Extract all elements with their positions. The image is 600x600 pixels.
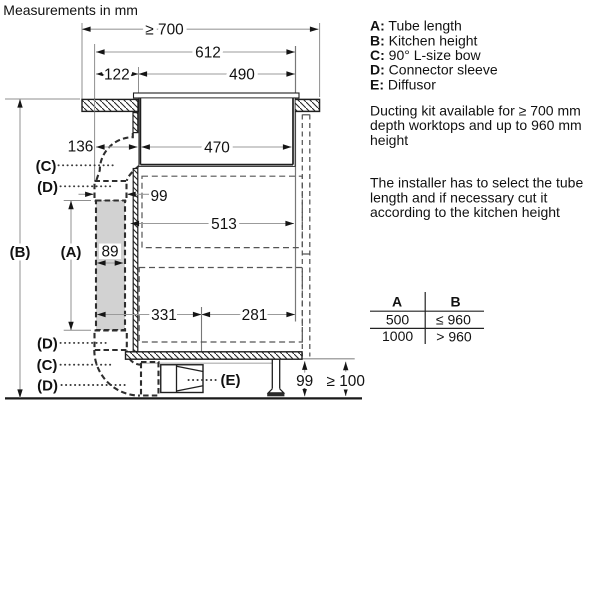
svg-text:> 960: > 960	[436, 329, 472, 345]
svg-text:99: 99	[296, 373, 313, 390]
svg-text:612: 612	[195, 44, 221, 61]
svg-text:height: height	[370, 132, 408, 148]
svg-text:D: Connector sleeve: D: Connector sleeve	[370, 62, 498, 78]
svg-text:E: Diffusor: E: Diffusor	[370, 76, 436, 92]
svg-text:513: 513	[211, 216, 237, 233]
svg-text:A: Tube length: A: Tube length	[370, 18, 462, 34]
svg-text:depth worktops and up to 960 m: depth worktops and up to 960 mm	[370, 117, 582, 133]
svg-text:470: 470	[204, 139, 230, 156]
svg-text:≤ 960: ≤ 960	[436, 312, 471, 328]
svg-text:Ducting kit available for ≥ 70: Ducting kit available for ≥ 700 mm	[370, 103, 581, 119]
svg-text:136: 136	[68, 138, 94, 155]
svg-text:B: B	[450, 293, 460, 309]
svg-text:B: Kitchen height: B: Kitchen height	[370, 32, 478, 48]
svg-text:99: 99	[151, 188, 168, 205]
svg-text:(B): (B)	[10, 244, 31, 261]
svg-text:(D): (D)	[37, 335, 58, 352]
svg-text:(C): (C)	[36, 158, 57, 175]
svg-text:122: 122	[104, 66, 130, 83]
svg-text:C: 90° L-size bow: C: 90° L-size bow	[370, 47, 482, 63]
svg-text:(C): (C)	[37, 357, 58, 374]
svg-text:length and if necessary cut it: length and if necessary cut it	[370, 189, 548, 205]
svg-text:The installer has to select th: The installer has to select the tube	[370, 175, 583, 191]
svg-text:331: 331	[151, 307, 177, 324]
svg-text:490: 490	[229, 66, 255, 83]
svg-text:(E): (E)	[221, 372, 241, 389]
svg-text:(D): (D)	[37, 179, 58, 196]
svg-text:1000: 1000	[382, 328, 413, 344]
svg-text:according to the kitchen heigh: according to the kitchen height	[370, 204, 560, 220]
svg-text:89: 89	[101, 243, 118, 260]
svg-text:A: A	[392, 293, 402, 309]
svg-text:500: 500	[386, 311, 410, 327]
svg-text:281: 281	[242, 307, 268, 324]
svg-text:(A): (A)	[61, 244, 82, 261]
svg-text:(D): (D)	[37, 377, 58, 394]
svg-text:≥ 700: ≥ 700	[145, 22, 183, 39]
svg-text:Measurements in mm: Measurements in mm	[3, 2, 138, 18]
svg-text:≥ 100: ≥ 100	[326, 373, 364, 390]
